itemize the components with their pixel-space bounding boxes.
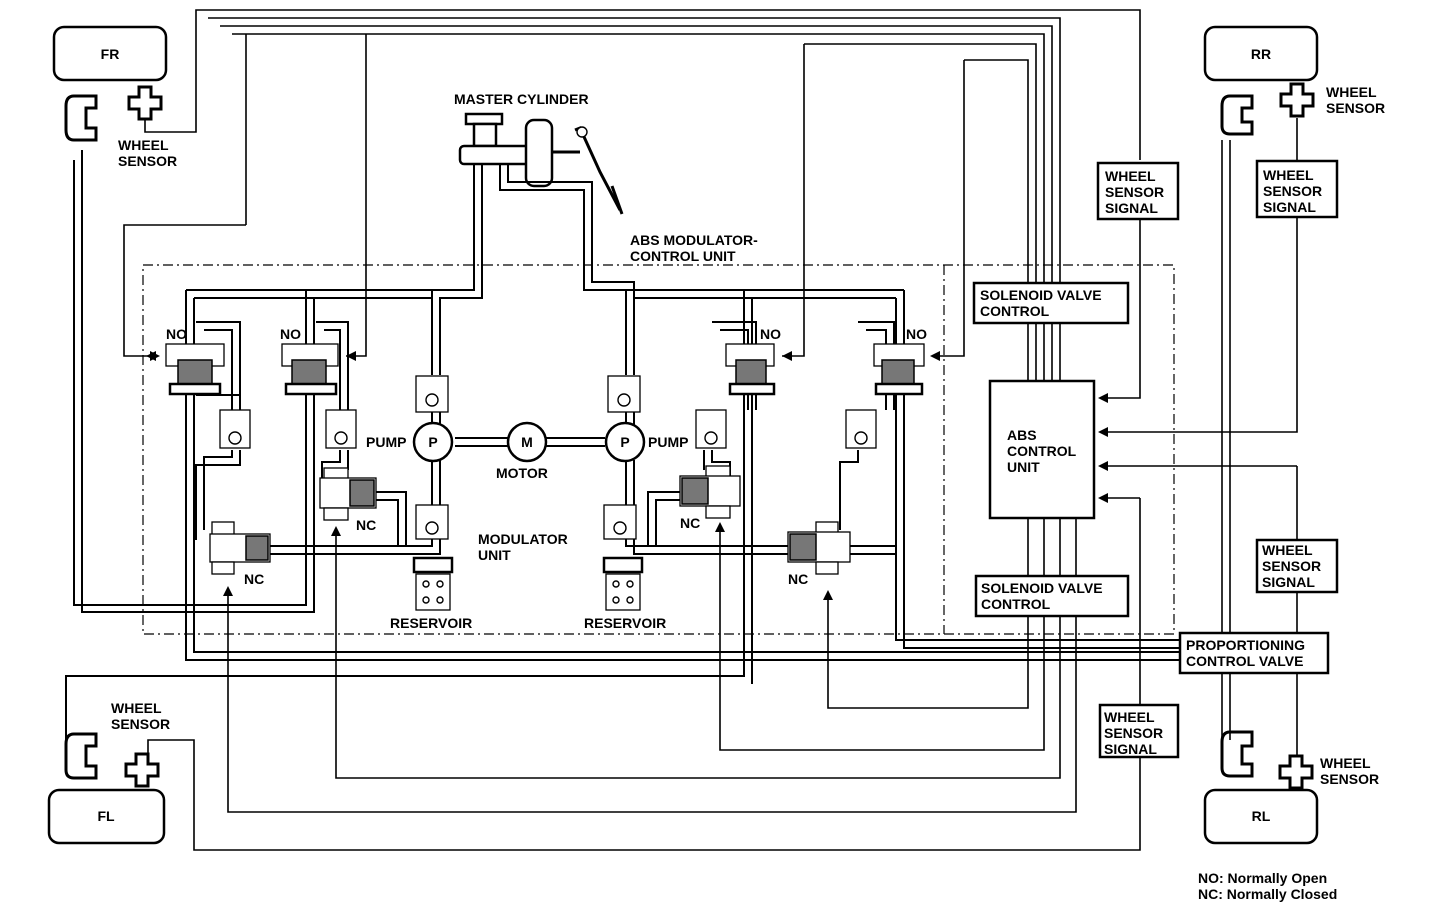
caliper-fr-icon: [64, 94, 98, 142]
wheel-fl: FL: [47, 788, 166, 845]
motor-label: MOTOR: [496, 465, 548, 481]
wheel-sensor-signal-box-4: WHEEL SENSOR SIGNAL: [1098, 703, 1180, 759]
svg-text:WHEEL SENSOR SIGNA: WHEEL SENSOR SIGNAL: [1105, 168, 1168, 216]
nc-label-4: NC: [788, 571, 808, 587]
svg-text:P: P: [620, 434, 629, 450]
wheel-sensor-fl-label: WHEEL SENSOR: [111, 700, 170, 732]
reservoir-right-icon: [602, 556, 644, 611]
abs-control-unit: ABS CONTROL UNIT: [988, 379, 1096, 520]
caliper-rr-icon: [1220, 94, 1254, 136]
no-valve-rr: [725, 343, 776, 396]
pump-left-label: PUMP: [366, 434, 406, 450]
svg-text:WHEEL SENSOR SIGNA: WHEEL SENSOR SIGNAL: [1262, 542, 1325, 590]
svg-text:WHEEL SENSOR SIGNA: WHEEL SENSOR SIGNAL: [1104, 709, 1167, 757]
no-label-1: NO: [166, 326, 187, 342]
master-cylinder-label: MASTER CYLINDER: [454, 91, 589, 107]
nc-valve-fl: [209, 521, 271, 575]
wheel-sensor-rl-label: WHEEL SENSOR: [1320, 755, 1379, 787]
svg-text:PROPORTIONING CONTROL VA: PROPORTIONING CONTROL VALVE: [1186, 637, 1309, 669]
signal-wires: [123, 9, 1298, 851]
wheel-sensor-fr-label: WHEEL SENSOR: [118, 137, 177, 169]
signal-arrows: [146, 351, 1108, 600]
wheel-sensor-rr-icon: [1279, 82, 1315, 118]
nc-label-1: NC: [244, 571, 264, 587]
wheel-sensor-signal-box-2: WHEEL SENSOR SIGNAL: [1255, 159, 1339, 219]
wheel-sensor-rl-icon: [1278, 754, 1314, 790]
reservoir-left-icon: [412, 556, 454, 611]
proportioning-control-valve: PROPORTIONING CONTROL VALVE: [1178, 631, 1330, 675]
no-label-2: NO: [280, 326, 301, 342]
legend: NO: Normally Open NC: Normally Closed: [1198, 870, 1337, 902]
motor-icon: M: [506, 421, 548, 463]
caliper-fl-icon: [64, 732, 98, 780]
svg-text:ABS CONTROL UNIT: ABS CONTROL UNIT: [1007, 427, 1080, 475]
reservoir-left-label: RESERVOIR: [390, 615, 472, 631]
wheel-sensor-fl-icon: [124, 752, 160, 788]
svg-text:SOLENOID VALVE CONTROL: SOLENOID VALVE CONTROL: [980, 287, 1106, 319]
pump-right-label: PUMP: [648, 434, 688, 450]
master-cylinder-icon: [458, 112, 624, 215]
no-valve-rl: [873, 343, 925, 396]
wheel-sensor-rr-label: WHEEL SENSOR: [1326, 84, 1385, 116]
check-valves: [219, 375, 877, 540]
no-label-3: NO: [760, 326, 781, 342]
abs-modulator-label: ABS MODULATOR- CONTROL UNIT: [630, 232, 762, 264]
wheel-sensor-signal-box-3: WHEEL SENSOR SIGNAL: [1255, 538, 1339, 594]
svg-text:P: P: [428, 434, 437, 450]
modulator-unit-label: MODULATOR UNIT: [478, 531, 572, 563]
svg-text:WHEEL SENSOR SIGNA: WHEEL SENSOR SIGNAL: [1263, 167, 1326, 215]
solenoid-valve-control-top: SOLENOID VALVE CONTROL: [972, 281, 1130, 325]
wheel-rr: RR: [1203, 25, 1319, 82]
nc-valve-rl: [787, 521, 851, 575]
svg-text:SOLENOID VALVE CONTROL: SOLENOID VALVE CONTROL: [981, 580, 1107, 612]
nc-valve-fr: [319, 467, 377, 521]
no-valve-fl: [165, 343, 225, 396]
svg-text:RL: RL: [1252, 808, 1271, 824]
solenoid-valve-control-bottom: SOLENOID VALVE CONTROL: [974, 574, 1130, 618]
nc-label-2: NC: [356, 517, 376, 533]
svg-text:RR: RR: [1251, 46, 1271, 62]
svg-text:FR: FR: [101, 46, 120, 62]
wheel-fr: FR: [52, 25, 168, 82]
no-valve-fr: [281, 343, 339, 396]
wheel-sensor-fr-icon: [127, 85, 163, 121]
modulator-boundary: [142, 264, 1175, 635]
hydraulic-lines: [65, 150, 1180, 740]
wheel-sensor-signal-box-1: WHEEL SENSOR SIGNAL: [1096, 161, 1180, 221]
wheel-rl: RL: [1203, 788, 1319, 845]
caliper-rl-icon: [1220, 730, 1254, 778]
svg-text:M: M: [521, 434, 533, 450]
nc-valve-rr: [679, 465, 741, 519]
nc-label-3: NC: [680, 515, 700, 531]
pump-left-icon: P: [412, 421, 454, 463]
svg-text:FL: FL: [97, 808, 115, 824]
reservoir-right-label: RESERVOIR: [584, 615, 666, 631]
pump-right-icon: P: [604, 421, 646, 463]
no-label-4: NO: [906, 326, 927, 342]
